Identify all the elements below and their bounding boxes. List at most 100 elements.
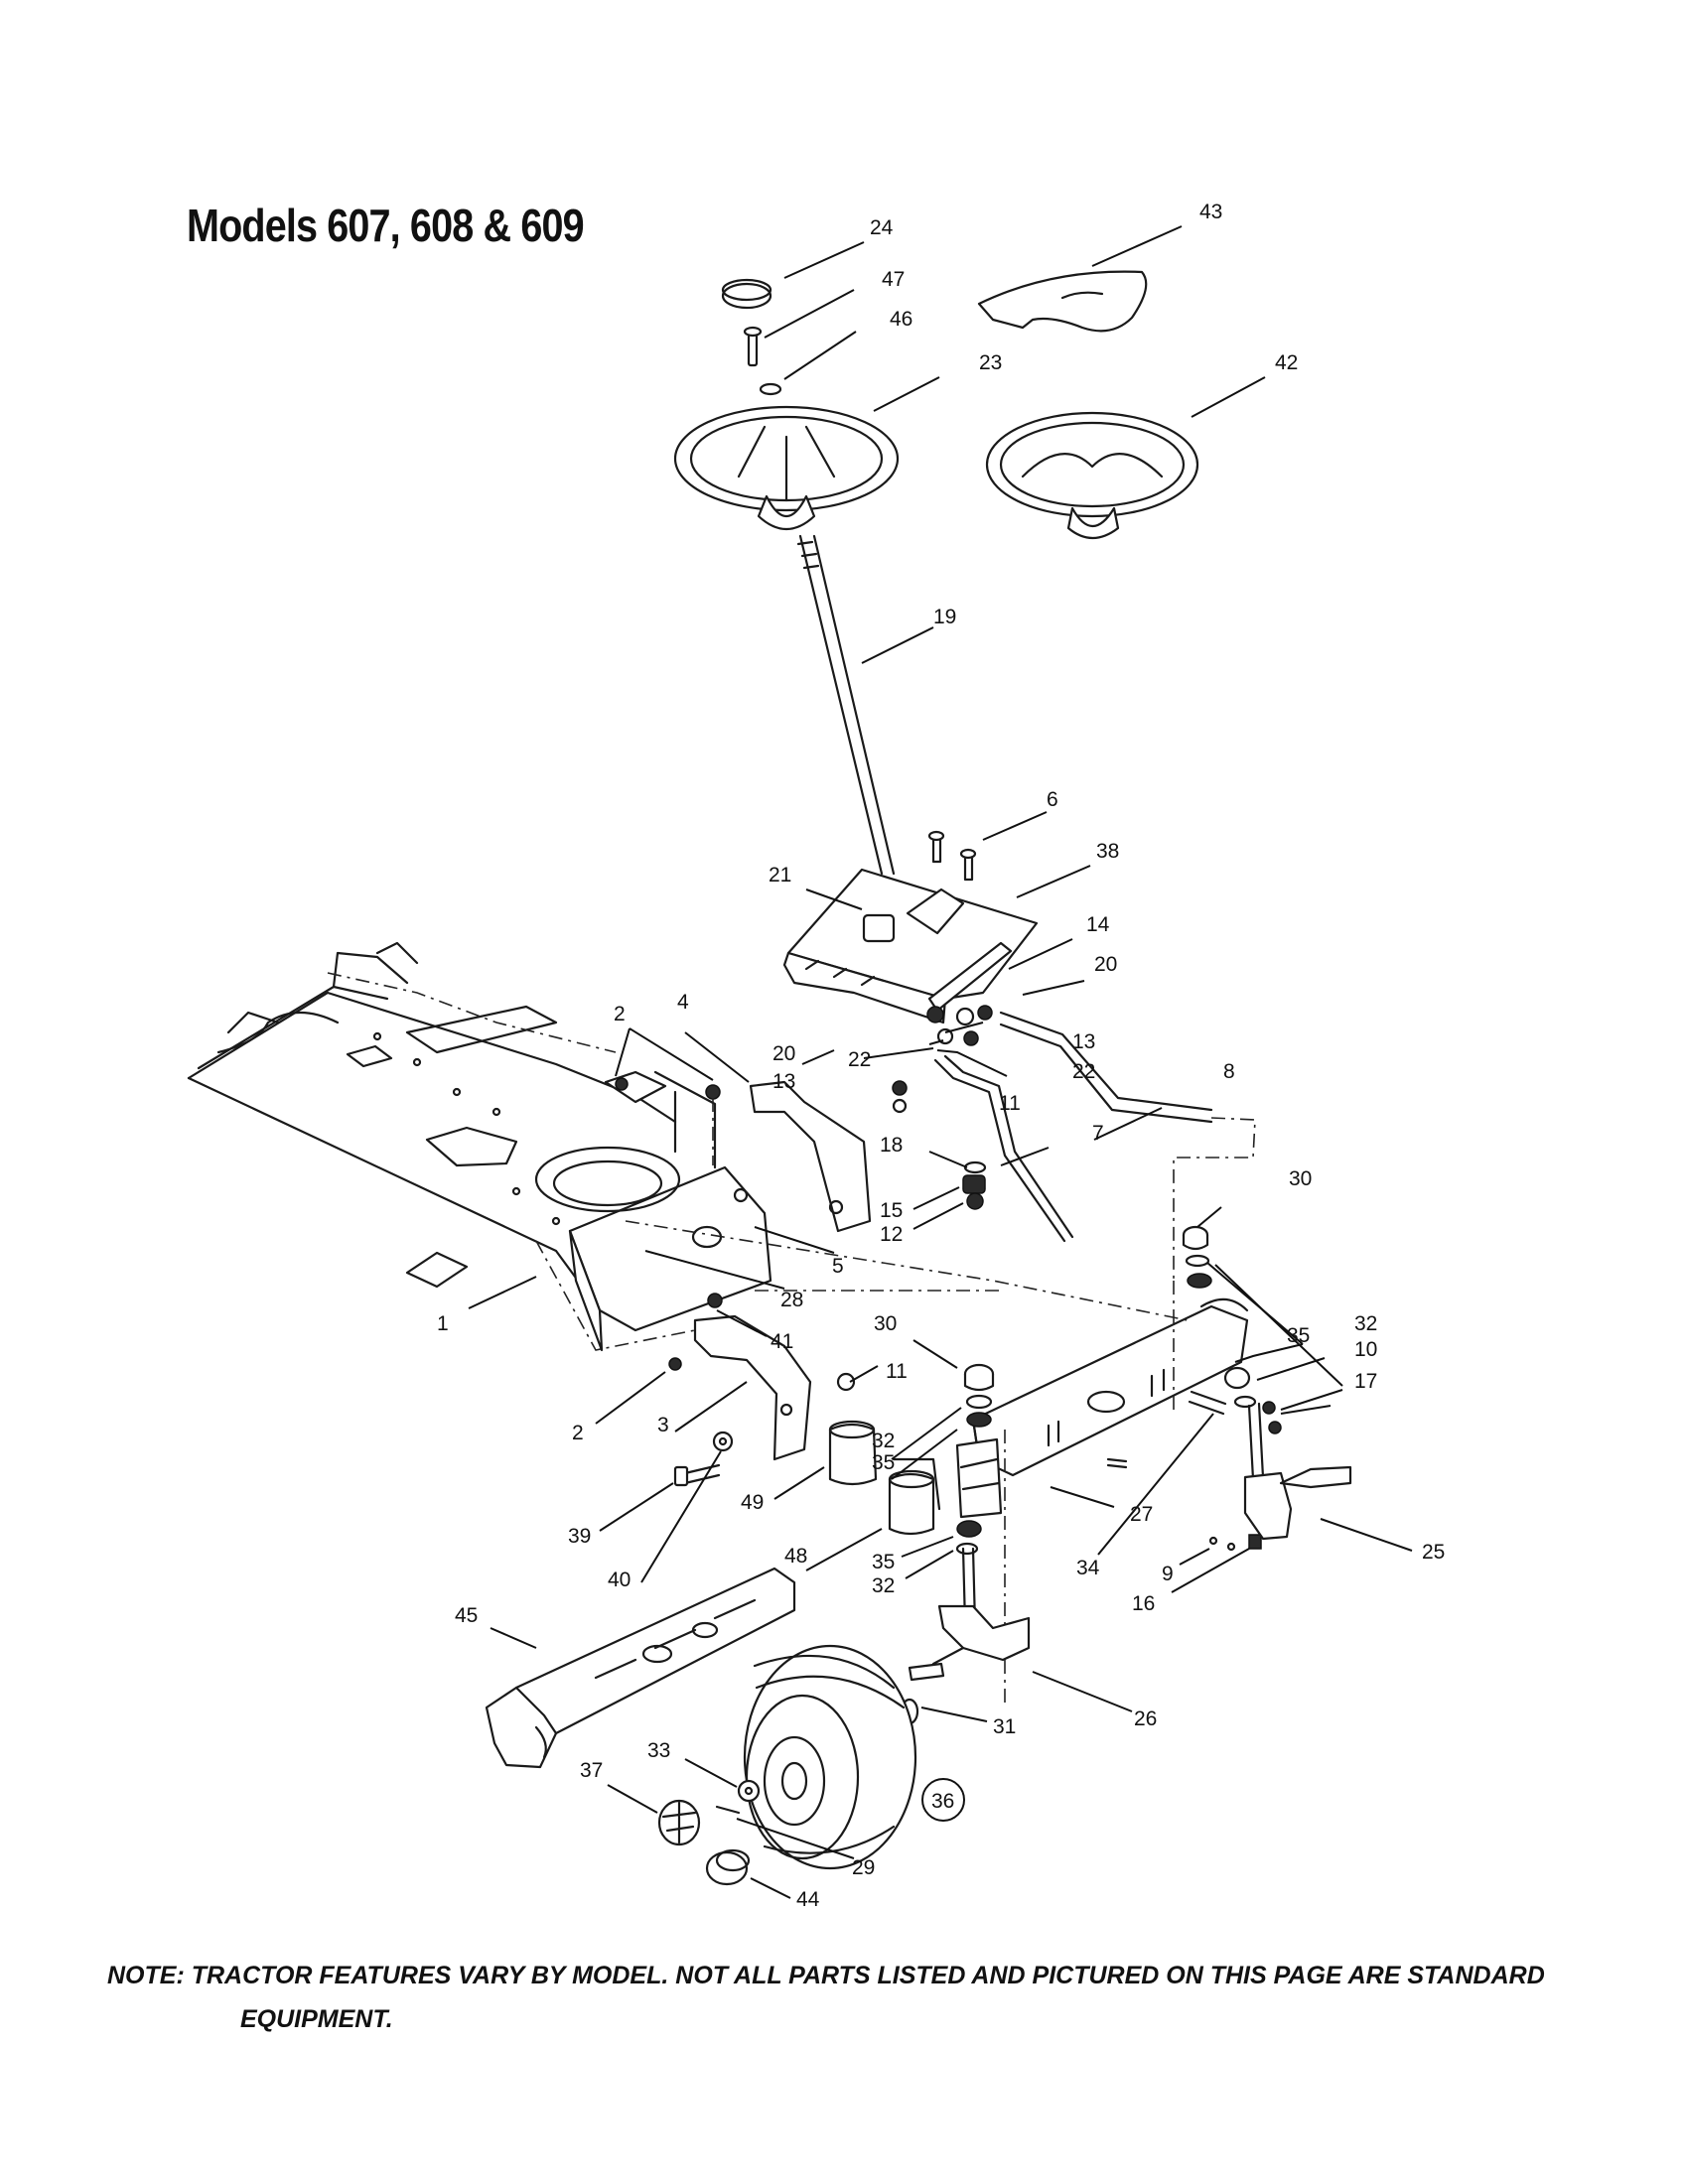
callout-17: 17 <box>1354 1370 1377 1393</box>
front-bumper-45-drawing <box>485 1567 796 1769</box>
callout-22-left: 22 <box>848 1048 871 1071</box>
callout-24: 24 <box>870 216 894 239</box>
left-spindle-hardware-drawing <box>955 1363 1003 1556</box>
alignment-lines <box>535 1220 1189 1351</box>
callout-30-right: 30 <box>1289 1167 1312 1190</box>
callout-34: 34 <box>1076 1557 1100 1579</box>
callout-45: 45 <box>455 1604 478 1627</box>
right-spindle-hardware-drawing <box>1182 1225 1282 1434</box>
callout-46: 46 <box>890 308 912 331</box>
callout-7: 7 <box>1092 1122 1104 1145</box>
callout-2-upper: 2 <box>614 1003 626 1025</box>
callout-32-bottom: 32 <box>872 1574 895 1597</box>
callout-5: 5 <box>832 1255 844 1278</box>
callout-39: 39 <box>568 1525 591 1548</box>
front-wheel-36-drawing <box>743 1644 917 1870</box>
callout-36: 36 <box>931 1790 954 1813</box>
callout-47: 47 <box>882 268 905 291</box>
callout-1: 1 <box>437 1312 449 1335</box>
callout-2-lower: 2 <box>572 1422 584 1444</box>
callout-numbers: 24 43 47 46 23 42 19 6 38 21 14 20 8 2 4… <box>437 201 1445 1911</box>
callout-6: 6 <box>1047 788 1058 811</box>
callout-42: 42 <box>1275 351 1298 374</box>
hub-cap-37-drawing <box>657 1799 701 1846</box>
front-axle-27-drawing <box>971 1297 1249 1477</box>
pin-29-drawing <box>715 1805 741 1815</box>
drag-link-center-line <box>1173 1117 1256 1281</box>
bracket-3-drawing <box>693 1293 812 1461</box>
drag-link-8-drawing <box>999 1011 1213 1124</box>
callout-35-left: 35 <box>872 1451 895 1474</box>
front-frame-box-drawing <box>534 1070 772 1352</box>
callout-25: 25 <box>1422 1541 1445 1564</box>
axle-center-lines <box>1004 1281 1175 1707</box>
callout-30-left: 30 <box>874 1312 897 1335</box>
callout-3: 3 <box>657 1414 669 1436</box>
bushing-48-drawing <box>888 1457 941 1536</box>
tie-rod-7-drawing <box>933 1054 1074 1243</box>
callout-33: 33 <box>647 1739 670 1762</box>
callout-20-lower: 20 <box>772 1042 795 1065</box>
callout-35-right: 35 <box>1287 1324 1310 1347</box>
tie-rod-hardware-drawing <box>962 1160 987 1210</box>
callout-40: 40 <box>608 1569 631 1591</box>
callout-36-circle <box>921 1778 965 1822</box>
callout-4: 4 <box>677 991 689 1014</box>
callout-16: 16 <box>1132 1592 1155 1615</box>
callout-48: 48 <box>784 1545 807 1568</box>
callout-37: 37 <box>580 1759 603 1782</box>
callout-20-upper: 20 <box>1094 953 1117 976</box>
bolts-6-drawing <box>927 830 977 882</box>
callout-13-left: 13 <box>772 1070 795 1093</box>
callout-11-upper: 11 <box>999 1092 1021 1115</box>
page-title: Models 607, 608 & 609 <box>187 200 585 251</box>
callout-18: 18 <box>880 1134 903 1157</box>
callout-19: 19 <box>933 606 956 628</box>
callout-22-right: 22 <box>1072 1060 1095 1083</box>
left-spindle-26-drawing <box>908 1547 1031 1682</box>
callout-23: 23 <box>979 351 1002 374</box>
callout-11-lower: 11 <box>886 1360 908 1383</box>
callout-32-left: 32 <box>872 1430 895 1452</box>
callout-10: 10 <box>1354 1338 1377 1361</box>
callout-15: 15 <box>880 1199 903 1222</box>
callout-43: 43 <box>1199 201 1222 223</box>
callout-12: 12 <box>880 1223 903 1246</box>
steering-wheel-23-drawing <box>673 405 900 530</box>
callout-27: 27 <box>1130 1503 1153 1526</box>
steering-insert-drawing <box>977 270 1148 333</box>
callout-29: 29 <box>852 1856 875 1879</box>
callout-32-right: 32 <box>1354 1312 1377 1335</box>
right-spindle-25-drawing <box>1243 1402 1352 1541</box>
callout-35-bottom: 35 <box>872 1551 895 1573</box>
steering-shaft-drawing <box>796 534 896 876</box>
callout-38: 38 <box>1096 840 1119 863</box>
callout-41: 41 <box>771 1330 793 1353</box>
steering-wheel-42-drawing <box>985 411 1199 540</box>
cap-44-drawing <box>705 1848 751 1886</box>
nut-11-lower-drawing <box>836 1372 856 1392</box>
callout-21: 21 <box>769 864 791 887</box>
callout-28: 28 <box>780 1289 803 1311</box>
bolt-39-washer-40-drawing <box>673 1431 734 1487</box>
callout-14: 14 <box>1086 913 1110 936</box>
leader-lines <box>468 225 1413 1899</box>
callout-13-right: 13 <box>1072 1030 1095 1053</box>
bolt-47-drawing <box>743 326 763 367</box>
steering-cap-drawing <box>721 278 772 310</box>
callout-9: 9 <box>1162 1563 1174 1585</box>
callout-49: 49 <box>741 1491 764 1514</box>
bolt-2-lower-drawing <box>668 1357 682 1371</box>
callout-8: 8 <box>1223 1060 1235 1083</box>
bracket-4-drawing <box>749 1080 872 1233</box>
bolt-2-upper-drawing <box>615 1077 721 1165</box>
callout-31: 31 <box>993 1715 1016 1738</box>
equipment-note: NOTE: TRACTOR FEATURES VARY BY MODEL. NO… <box>107 1954 1656 2041</box>
callout-44: 44 <box>796 1888 820 1911</box>
bracket-4-hole <box>828 1199 844 1215</box>
callout-26: 26 <box>1134 1707 1157 1730</box>
washer-33-drawing <box>737 1779 761 1803</box>
pivot-bolt-34-drawing <box>1106 1390 1262 1552</box>
